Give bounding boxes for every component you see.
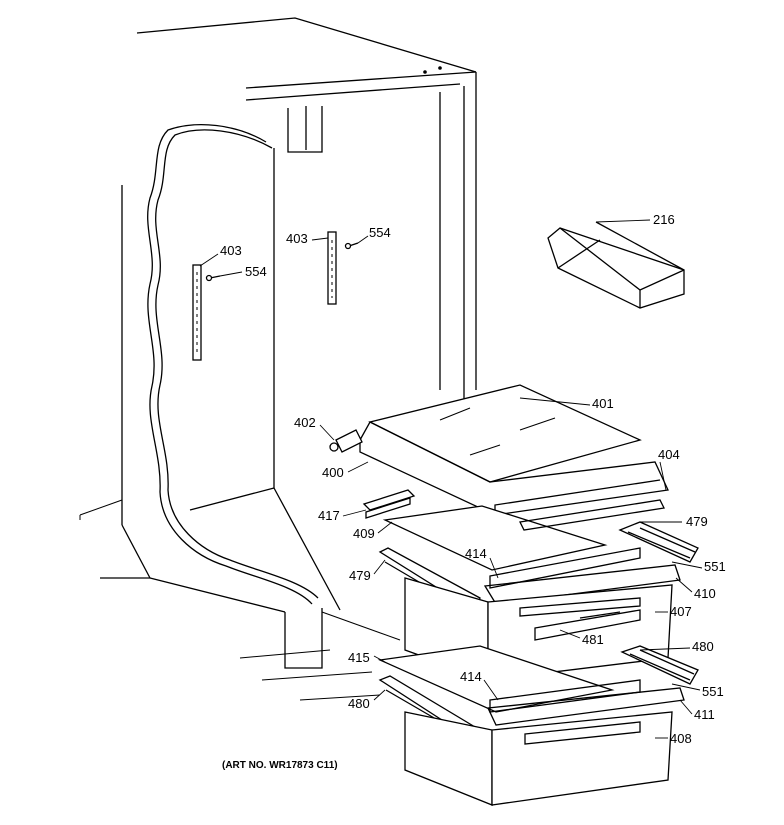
callout-551-upper: 551 [704, 559, 726, 574]
callout-414-upper: 414 [465, 546, 487, 561]
callout-402: 402 [294, 415, 316, 430]
art-number: (ART NO. WR17873 C11) [222, 760, 338, 771]
shelf-support-left [192, 264, 221, 361]
callout-417: 417 [318, 508, 340, 523]
callout-400: 400 [322, 465, 344, 480]
callout-414-lower: 414 [460, 669, 482, 684]
glass-shelf [329, 384, 669, 516]
callout-479-right: 479 [686, 514, 708, 529]
lower-pan [404, 711, 673, 806]
callout-551-lower: 551 [702, 684, 724, 699]
callout-480-left: 480 [348, 696, 370, 711]
lower-pan-cover [377, 645, 699, 744]
callout-479-left: 479 [349, 568, 371, 583]
callout-481: 481 [582, 632, 604, 647]
cabinet-outline [79, 17, 477, 701]
callout-403-right: 403 [286, 231, 308, 246]
callout-407: 407 [670, 604, 692, 619]
callout-216: 216 [653, 212, 675, 227]
callout-404: 404 [658, 447, 680, 462]
callout-410: 410 [694, 586, 716, 601]
callout-554-right: 554 [369, 225, 391, 240]
callout-554-left: 554 [245, 264, 267, 279]
callout-403-left: 403 [220, 243, 242, 258]
door-bin [547, 221, 685, 309]
callout-408: 408 [670, 731, 692, 746]
leader-lines [199, 219, 703, 739]
shelf-bracket [362, 489, 416, 519]
callout-401: 401 [592, 396, 614, 411]
callout-480-right: 480 [692, 639, 714, 654]
shelf-support-right [327, 231, 359, 305]
callout-409: 409 [353, 526, 375, 541]
callout-415: 415 [348, 650, 370, 665]
callout-411: 411 [694, 707, 715, 722]
callout-labels: 216 403 554 403 554 401 402 400 404 417 … [220, 212, 726, 771]
